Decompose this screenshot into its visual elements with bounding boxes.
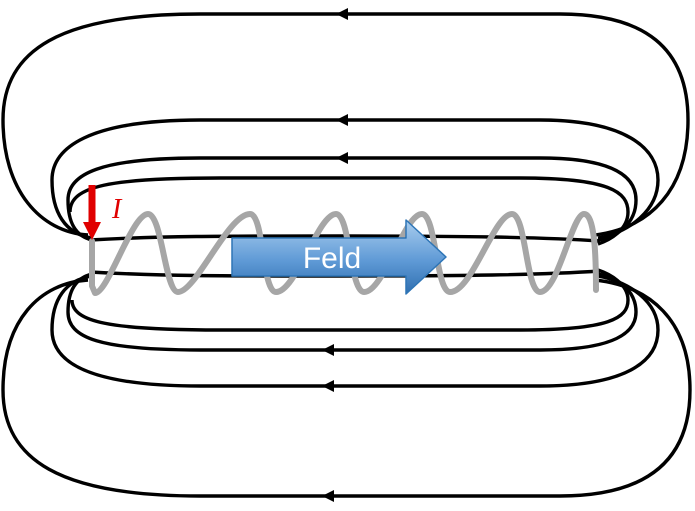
current-indicator: I	[83, 185, 123, 240]
field-arrow-label: Feld	[303, 242, 361, 275]
field-line-upper-middle	[50, 118, 660, 240]
field-line-lower-core-2	[70, 268, 630, 332]
arrow-left-icon	[336, 152, 348, 164]
field-line-upper-outer	[1, 12, 690, 237]
arrow-right-icon	[231, 219, 447, 295]
arrow-left-icon	[322, 344, 334, 356]
arrow-left-icon	[336, 8, 348, 20]
arrow-left-icon	[322, 490, 334, 502]
arrow-down-icon	[83, 185, 101, 240]
solenoid-coil	[89, 211, 599, 296]
field-direction-arrow: Feld	[231, 219, 447, 295]
lower-field-lines	[1, 268, 692, 502]
field-line-lower-inner	[66, 272, 638, 352]
current-label: I	[111, 194, 123, 225]
arrow-left-icon	[336, 114, 348, 126]
field-line-lower-middle	[50, 274, 660, 388]
arrow-left-icon	[322, 380, 334, 392]
field-line-lower-outer	[1, 278, 692, 498]
upper-field-lines	[1, 8, 690, 246]
field-line-upper-inner	[66, 156, 638, 242]
